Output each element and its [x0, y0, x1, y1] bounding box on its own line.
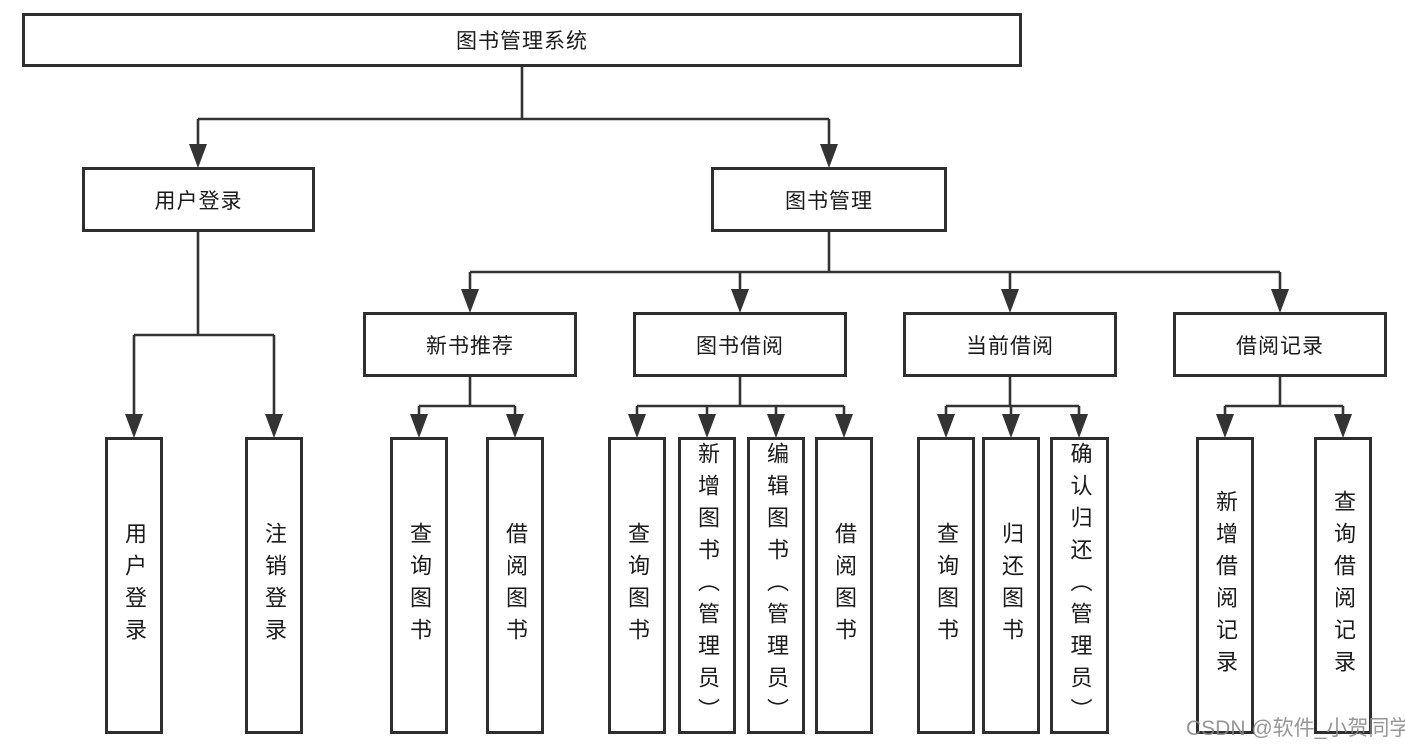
arrow-down-icon [265, 414, 283, 438]
arrow-down-icon [1271, 289, 1289, 313]
node-book-borrowing-label: 图书借阅 [696, 334, 784, 358]
node-book-management: 图书管理 [711, 167, 947, 232]
leaf-current-query-books-label: 查询图书 [934, 521, 959, 650]
csdn-watermark: CSDN @软件_小贺同学 [1186, 717, 1405, 740]
arrow-down-icon [1334, 414, 1352, 438]
leaf-logout-label: 注销登录 [262, 521, 287, 650]
edge-management-to-sections [468, 232, 1282, 295]
edge-root-to-level2 [196, 67, 831, 150]
node-root-label: 图书管理系统 [456, 30, 588, 53]
leaf-records-add-record: 新增借阅记录 [1196, 437, 1254, 734]
leaf-records-query-record-label: 查询借阅记录 [1331, 489, 1356, 682]
leaf-borrowing-add-books-admin: 新增图书（管理员） [678, 437, 736, 734]
leaf-user-login-label: 用户登录 [122, 521, 147, 650]
leaf-borrowing-add-books-admin-label: 新增图书（管理员） [695, 441, 720, 730]
node-current-borrowing-label: 当前借阅 [966, 334, 1054, 358]
node-user-login-label: 用户登录 [154, 189, 243, 213]
node-new-book-recommend-label: 新书推荐 [426, 334, 514, 358]
leaf-newbooks-query-books: 查询图书 [390, 437, 448, 734]
arrow-down-icon [410, 414, 428, 438]
leaf-current-confirm-return-admin: 确认归还（管理员） [1050, 437, 1109, 734]
edge-newbooks-to-leaves [417, 377, 517, 420]
leaf-borrowing-query-books: 查询图书 [608, 437, 666, 734]
node-root: 图书管理系统 [22, 13, 1022, 67]
leaf-borrowing-edit-books-admin-label: 编辑图书（管理员） [764, 441, 789, 730]
leaf-current-return-books-label: 归还图书 [999, 521, 1024, 650]
arrow-down-icon [937, 414, 955, 438]
arrow-down-icon [125, 414, 143, 438]
arrow-down-icon [698, 414, 716, 438]
node-user-login: 用户登录 [82, 167, 315, 232]
arrow-down-icon [1070, 414, 1088, 438]
leaf-records-query-record: 查询借阅记录 [1314, 437, 1372, 734]
node-borrowing-records-label: 借阅记录 [1236, 334, 1324, 358]
arrowheads [125, 144, 1352, 438]
edge-records-to-leaves [1223, 377, 1345, 420]
arrow-down-icon [1216, 414, 1234, 438]
leaf-logout: 注销登录 [245, 437, 303, 734]
arrow-down-icon [820, 144, 838, 168]
arrow-down-icon [767, 414, 785, 438]
leaf-user-login: 用户登录 [105, 437, 163, 734]
edge-bookborrow-to-leaves [635, 377, 846, 420]
edge-currentborrow-to-leaves [944, 377, 1081, 420]
leaf-borrowing-edit-books-admin: 编辑图书（管理员） [747, 437, 805, 734]
node-book-borrowing: 图书借阅 [633, 312, 847, 377]
arrow-down-icon [461, 289, 479, 313]
leaf-newbooks-query-books-label: 查询图书 [407, 521, 432, 650]
arrow-down-icon [506, 414, 524, 438]
edge-login-to-leaves [132, 232, 276, 420]
arrow-down-icon [628, 414, 646, 438]
leaf-current-return-books: 归还图书 [982, 437, 1040, 734]
node-book-management-label: 图书管理 [785, 189, 873, 213]
leaf-borrowing-borrow-books-label: 借阅图书 [832, 521, 857, 650]
arrow-down-icon [189, 144, 207, 168]
leaf-current-query-books: 查询图书 [917, 437, 975, 734]
node-current-borrowing: 当前借阅 [903, 312, 1117, 377]
arrow-down-icon [835, 414, 853, 438]
leaf-borrowing-query-books-label: 查询图书 [625, 521, 650, 650]
leaf-newbooks-borrow-books: 借阅图书 [486, 437, 544, 734]
leaf-borrowing-borrow-books: 借阅图书 [815, 437, 873, 734]
node-borrowing-records: 借阅记录 [1173, 312, 1387, 377]
leaf-records-add-record-label: 新增借阅记录 [1213, 489, 1238, 682]
node-new-book-recommend: 新书推荐 [363, 312, 577, 377]
leaf-newbooks-borrow-books-label: 借阅图书 [503, 521, 528, 650]
arrow-down-icon [1002, 414, 1020, 438]
arrow-down-icon [731, 289, 749, 313]
arrow-down-icon [1001, 289, 1019, 313]
leaf-current-confirm-return-admin-label: 确认归还（管理员） [1067, 441, 1093, 730]
